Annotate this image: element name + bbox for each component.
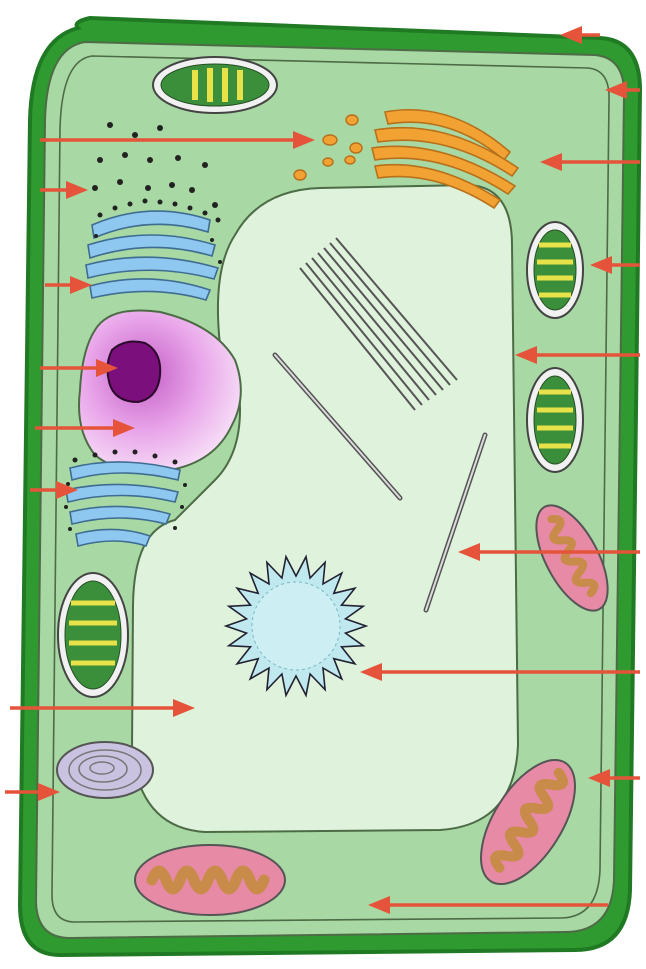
amyloplast — [57, 742, 153, 798]
mitochondrion-bottom — [135, 845, 285, 915]
nucleolus — [107, 342, 160, 402]
chloroplast-right-upper — [527, 222, 583, 318]
chloroplast-top — [153, 57, 277, 113]
chloroplast-left — [58, 573, 128, 697]
chloroplast-right-middle — [527, 368, 583, 472]
